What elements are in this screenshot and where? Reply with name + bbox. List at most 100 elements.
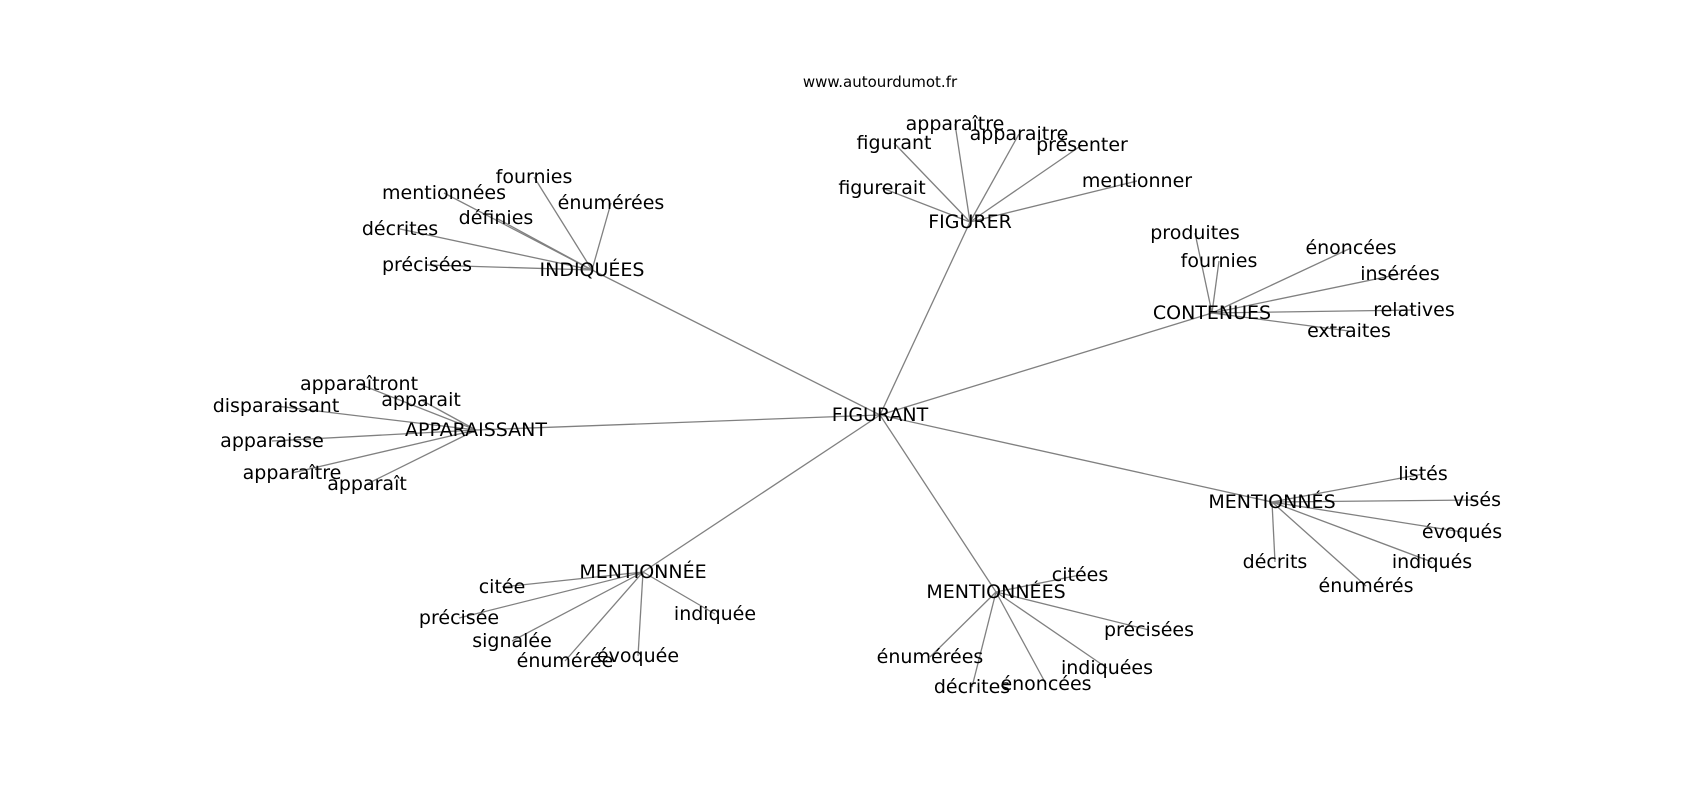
hub-leaf-edge (564, 571, 644, 662)
hub-leaf-edge (642, 571, 716, 615)
leaf-node-label: précisée (419, 607, 499, 629)
hub-leaf-edge (275, 405, 477, 431)
leaf-node-label: décrites (362, 218, 438, 240)
hub-leaf-edge (1211, 309, 1415, 314)
leaf-node-label: insérées (1360, 263, 1440, 285)
leaf-node-label: énoncées (1305, 237, 1396, 259)
leaf-node-label: citées (1052, 564, 1108, 586)
center-hub-edge (879, 221, 971, 416)
leaf-node-label: visés (1453, 489, 1501, 511)
hub-node-label: APPARAISSANT (405, 419, 547, 441)
hub-node-label: MENTIONNÉE (579, 560, 706, 583)
center-node-label: FIGURANT (832, 404, 929, 426)
leaf-node-label: apparaisse (220, 430, 324, 452)
leaf-node-label: énoncées (1000, 673, 1091, 695)
leaf-node-label: énumérées (877, 646, 984, 668)
hub-leaf-edge (358, 383, 477, 431)
hub-leaf-edge (1271, 501, 1367, 587)
leaf-node-label: figurerait (838, 177, 925, 199)
leaf-node-label: produites (1150, 222, 1240, 244)
hub-leaf-edge (1271, 501, 1463, 533)
hub-leaf-edge (637, 571, 644, 657)
hub-leaf-edge (458, 571, 644, 619)
leaf-node-label: décrits (1243, 551, 1308, 573)
leaf-node-label: figurant (856, 132, 931, 154)
hub-leaf-edge (969, 133, 1020, 223)
leaf-node-label: indiquées (1061, 657, 1153, 679)
hub-leaf-edge (1271, 473, 1424, 503)
hub-leaf-edge (1194, 232, 1213, 314)
hub-leaf-edge (533, 176, 593, 271)
leaf-node-label: précisées (1104, 619, 1194, 641)
hub-leaf-edge (291, 429, 477, 474)
hub-node-label: INDIQUÉES (540, 258, 645, 281)
leaf-node-label: apparaître (906, 113, 1005, 135)
leaf-node-label: relatives (1373, 299, 1455, 321)
hub-leaf-edge (1211, 273, 1401, 314)
leaf-node-label: énumérés (1319, 575, 1414, 597)
leaf-node-label: décrites (934, 676, 1010, 698)
hub-leaf-edge (501, 571, 644, 588)
leaf-node-label: apparaître (243, 462, 342, 484)
leaf-node-label: précisées (382, 254, 472, 276)
leaf-node-label: citée (479, 576, 526, 598)
hub-leaf-edge (893, 142, 971, 223)
hub-leaf-edge (1211, 260, 1220, 314)
leaf-node-label: indiqués (1392, 551, 1472, 573)
leaf-node-label: mentionner (1082, 170, 1192, 192)
hub-leaf-edge (366, 429, 477, 485)
graph-labels: www.autourdumot.fr FIGURANT INDIQUÉES four… (213, 73, 1502, 698)
site-url: www.autourdumot.fr (803, 73, 958, 91)
hub-node-label: MENTIONNÉS (1208, 490, 1335, 513)
hub-node-label: CONTENUES (1153, 302, 1271, 324)
hub-leaf-edge (1271, 501, 1276, 563)
center-hub-edge (879, 414, 1273, 503)
hub-leaf-edge (995, 591, 1150, 631)
hub-leaf-edge (511, 571, 644, 642)
hub-leaf-edge (954, 123, 971, 223)
leaf-node-label: mentionnées (382, 182, 506, 204)
hub-leaf-edge (1211, 247, 1352, 314)
hub-node-label: FIGURER (928, 211, 1012, 233)
center-hub-edge (475, 414, 881, 431)
hub-leaf-edge (420, 399, 477, 431)
leaf-node-label: fournies (1181, 250, 1258, 272)
graph-edges (271, 123, 1478, 688)
hub-leaf-edge (969, 180, 1138, 223)
hub-leaf-edge (591, 202, 612, 271)
hub-leaf-edge (271, 429, 477, 442)
hub-leaf-edge (995, 591, 1047, 685)
leaf-node-label: énumérées (558, 192, 665, 214)
hub-leaf-edge (995, 574, 1081, 593)
hub-leaf-edge (881, 187, 971, 223)
leaf-node-label: évoqués (1422, 521, 1502, 543)
leaf-node-label: apparaitre (970, 123, 1069, 145)
leaf-node-label: apparaîtront (300, 373, 418, 395)
hub-leaf-edge (1211, 312, 1350, 332)
hub-leaf-edge (929, 591, 997, 658)
leaf-node-label: fournies (496, 166, 573, 188)
center-hub-edge (591, 269, 881, 416)
center-hub-edge (642, 414, 881, 573)
hub-leaf-edge (426, 264, 593, 271)
center-hub-edge (879, 312, 1213, 416)
leaf-node-label: disparaissant (213, 395, 340, 417)
hub-leaf-edge (399, 228, 593, 271)
leaf-node-label: présenter (1036, 134, 1128, 156)
leaf-node-label: apparait (381, 389, 461, 411)
leaf-node-label: extraites (1307, 320, 1391, 342)
leaf-node-label: apparaît (327, 473, 407, 495)
leaf-node-label: signalée (472, 630, 552, 652)
hub-leaf-edge (969, 144, 1083, 223)
hub-leaf-edge (971, 591, 997, 688)
hub-leaf-edge (995, 591, 1108, 669)
hub-leaf-edge (1271, 501, 1433, 563)
leaf-node-label: énumérée (517, 650, 614, 672)
hub-node-label: MENTIONNÉES (926, 580, 1065, 603)
leaf-node-label: définies (459, 207, 534, 229)
center-hub-edge (879, 414, 997, 593)
hub-leaf-edge (1271, 499, 1478, 503)
hub-leaf-edge (495, 217, 593, 271)
leaf-node-label: indiquée (674, 603, 756, 625)
